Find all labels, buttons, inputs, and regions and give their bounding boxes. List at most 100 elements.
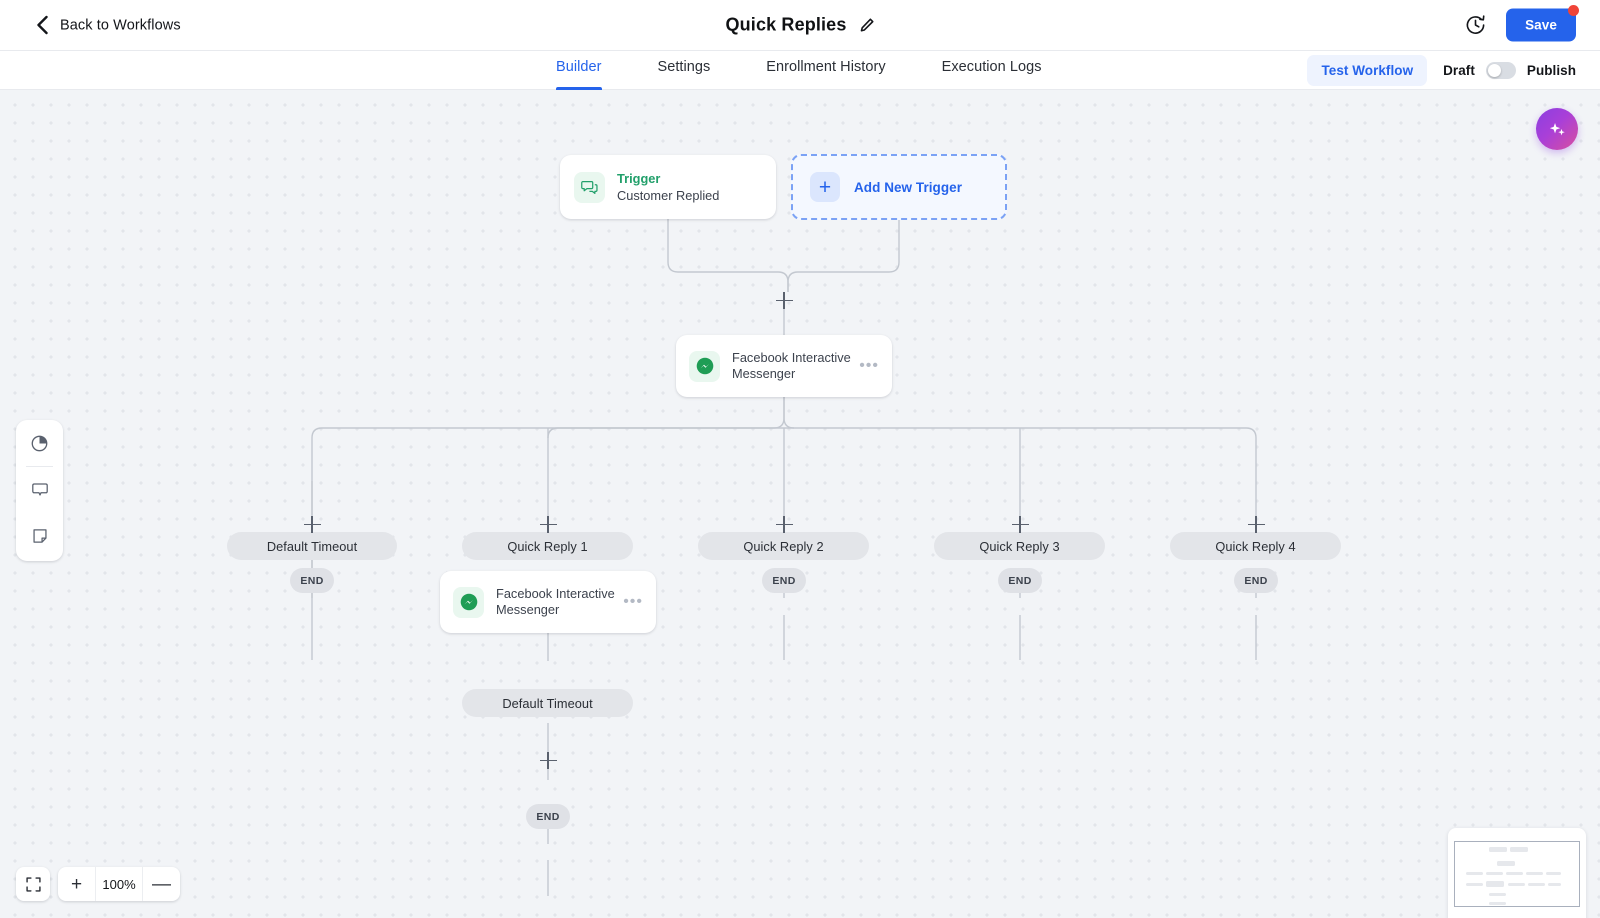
minimap-node — [1508, 883, 1525, 886]
save-button[interactable]: Save — [1506, 8, 1576, 42]
comment-bubble-icon[interactable] — [16, 467, 63, 513]
sub-branch-pill-default-timeout[interactable]: Default Timeout — [462, 689, 633, 717]
tab-builder[interactable]: Builder — [556, 51, 602, 90]
add-new-trigger-label: Add New Trigger — [854, 179, 963, 195]
tab-enrollment-history[interactable]: Enrollment History — [766, 59, 886, 75]
tab-list: Builder Settings Enrollment History Exec… — [556, 51, 1042, 90]
add-step-quick-reply-1[interactable] — [539, 516, 557, 533]
end-node-quick-reply-2[interactable]: END — [762, 568, 806, 593]
minimap-node — [1528, 883, 1545, 886]
end-node-quick-reply-3[interactable]: END — [998, 568, 1042, 593]
zoom-in-button[interactable]: + — [70, 873, 83, 895]
top-bar: Back to Workflows Quick Replies Save — [0, 0, 1600, 51]
minimap-node — [1489, 893, 1506, 896]
minimap-node — [1506, 872, 1523, 875]
end-node-default-timeout[interactable]: END — [290, 568, 334, 593]
minimap-viewport[interactable] — [1454, 841, 1580, 907]
add-step-default-timeout[interactable] — [303, 516, 321, 533]
tab-bar-actions: Test Workflow Draft Publish — [1307, 51, 1576, 90]
note-sticky-icon[interactable] — [16, 513, 63, 559]
test-workflow-button[interactable]: Test Workflow — [1307, 55, 1428, 86]
toggle-knob — [1487, 64, 1501, 77]
branch-pill-quick-reply-1[interactable]: Quick Reply 1 — [462, 532, 633, 560]
fit-to-screen-button[interactable] — [16, 867, 50, 901]
zoom-controls: + 100% — — [58, 867, 180, 901]
trigger-node-kicker: Trigger — [617, 170, 661, 186]
ai-assistant-button[interactable] — [1536, 108, 1578, 150]
minimap-node — [1548, 883, 1561, 886]
draft-label: Draft — [1443, 63, 1475, 78]
sparkle-ai-icon — [1549, 122, 1565, 135]
end-node-sub-default-timeout[interactable]: END — [526, 804, 570, 829]
minimap-node — [1489, 847, 1507, 852]
back-to-workflows-label: Back to Workflows — [60, 17, 181, 33]
facebook-messenger-node-1-title: Facebook Interactive Messenger — [732, 349, 851, 381]
workflow-title-group: Quick Replies — [726, 15, 875, 36]
pencil-icon[interactable] — [860, 18, 875, 33]
add-step-quick-reply-4[interactable] — [1247, 516, 1265, 533]
tool-panel-divider — [26, 466, 53, 467]
save-notification-dot — [1568, 5, 1579, 16]
minimap-node — [1486, 881, 1504, 887]
branch-pill-quick-reply-3[interactable]: Quick Reply 3 — [934, 532, 1105, 560]
branch-pill-label: Default Timeout — [266, 538, 358, 554]
branch-pill-label: Default Timeout — [502, 695, 593, 711]
branch-pill-label: Quick Reply 4 — [1215, 538, 1296, 554]
end-node-quick-reply-4[interactable]: END — [1234, 568, 1278, 593]
publish-toggle[interactable] — [1485, 62, 1516, 79]
facebook-messenger-node-2-title: Facebook Interactive Messenger — [496, 585, 615, 617]
minimap-node — [1510, 847, 1528, 852]
canvas-minimap[interactable] — [1448, 828, 1586, 918]
add-step-quick-reply-3[interactable] — [1011, 516, 1029, 533]
minimap-node — [1466, 872, 1483, 875]
branch-pill-label: Quick Reply 3 — [979, 538, 1060, 554]
branch-pill-label: Quick Reply 2 — [743, 538, 824, 554]
add-step-junction-main[interactable] — [775, 292, 793, 309]
tab-execution-logs[interactable]: Execution Logs — [941, 59, 1042, 75]
end-label: END — [772, 574, 796, 587]
analytics-pie-icon[interactable] — [16, 420, 63, 466]
trigger-node[interactable]: Trigger Customer Replied — [560, 155, 776, 219]
branch-pill-quick-reply-2[interactable]: Quick Reply 2 — [698, 532, 869, 560]
branch-pill-default-timeout[interactable]: Default Timeout — [227, 532, 397, 560]
facebook-messenger-node-2[interactable]: Facebook Interactive Messenger ••• — [440, 571, 656, 633]
end-label: END — [1244, 574, 1268, 587]
end-label: END — [536, 810, 560, 823]
zoom-out-button[interactable]: — — [152, 873, 171, 895]
chat-bubbles-icon — [574, 171, 605, 203]
minimap-node — [1497, 861, 1515, 866]
add-step-quick-reply-2[interactable] — [775, 516, 793, 533]
plus-icon: + — [810, 172, 840, 202]
facebook-messenger-node-2-texts: Facebook Interactive Messenger — [496, 586, 643, 619]
end-label: END — [300, 574, 324, 587]
facebook-messenger-node-1-texts: Facebook Interactive Messenger — [732, 350, 879, 383]
tab-bar: Builder Settings Enrollment History Exec… — [0, 51, 1600, 90]
canvas-tool-panel — [16, 420, 63, 561]
branch-pill-label: Quick Reply 1 — [507, 538, 588, 554]
facebook-messenger-icon — [453, 586, 484, 618]
facebook-messenger-node-1[interactable]: Facebook Interactive Messenger ••• — [676, 335, 892, 397]
minimap-node — [1486, 872, 1503, 875]
ellipsis-icon[interactable]: ••• — [859, 357, 879, 374]
minimap-node — [1466, 883, 1483, 886]
clock-history-icon[interactable] — [1465, 15, 1486, 36]
workflow-canvas[interactable]: Trigger Customer Replied + Add New Trigg… — [0, 90, 1600, 918]
branch-pill-quick-reply-4[interactable]: Quick Reply 4 — [1170, 532, 1341, 560]
minimap-node — [1526, 872, 1543, 875]
add-step-sub-default-timeout[interactable] — [539, 752, 557, 769]
end-label: END — [1008, 574, 1032, 587]
facebook-messenger-icon — [689, 350, 720, 382]
back-to-workflows-button[interactable]: Back to Workflows — [36, 15, 181, 35]
trigger-node-subtitle: Customer Replied — [617, 188, 720, 203]
publish-label: Publish — [1526, 63, 1576, 78]
tab-settings[interactable]: Settings — [657, 59, 711, 75]
trigger-node-texts: Trigger Customer Replied — [617, 170, 719, 205]
add-new-trigger-button[interactable]: + Add New Trigger — [791, 154, 1007, 220]
page-title: Quick Replies — [725, 14, 847, 35]
zoom-level-label: 100% — [95, 867, 143, 901]
chevron-left-icon — [37, 15, 48, 35]
minimap-node — [1489, 902, 1506, 905]
minimap-node — [1546, 872, 1561, 875]
fit-to-screen-icon — [25, 876, 41, 892]
ellipsis-icon[interactable]: ••• — [623, 593, 643, 610]
